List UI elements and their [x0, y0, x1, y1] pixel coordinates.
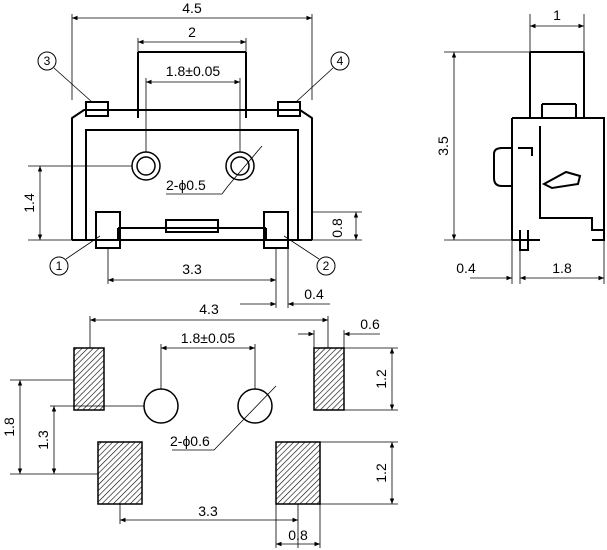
top-view: 4.5 2 1.8±0.05 2-ϕ0.5 1.4 0.8 3.3 0.4 3	[21, 0, 362, 308]
ext-lines-side-1	[529, 14, 585, 52]
base-step	[117, 227, 267, 240]
ext-lines-side-3p5	[444, 51, 530, 241]
fp-hole-left	[143, 388, 179, 424]
fp-ext-0p6	[313, 330, 345, 348]
fp-ext-hole-pitch	[160, 344, 256, 389]
pad-bottom-right	[275, 441, 321, 505]
fp-dim-overall-width: 4.3	[199, 301, 219, 317]
side-spring	[541, 170, 582, 190]
side-stem	[529, 51, 585, 118]
ext-lines-1p4	[28, 165, 74, 241]
pad-top-right	[313, 347, 345, 411]
pad-top-left	[73, 347, 105, 411]
side-dim-stem-width: 1	[553, 7, 561, 23]
callout-4-leader	[295, 67, 334, 103]
side-body	[511, 117, 605, 241]
foot-left	[95, 211, 121, 249]
dim-height-left: 1.4	[21, 193, 37, 213]
fp-dim-hole-pitch: 1.8±0.05	[181, 330, 236, 346]
hole-dia-leader	[166, 185, 229, 195]
dim-hole-pitch: 1.8±0.05	[166, 63, 221, 79]
stem-outline	[137, 51, 247, 118]
ext-lines-0p4	[275, 248, 289, 308]
fp-hole-right	[237, 388, 273, 424]
ext-lines-hole-pitch	[145, 78, 241, 152]
hole-right-inner	[230, 156, 250, 176]
callout-1-leader	[65, 235, 101, 260]
top-tab-right	[277, 101, 301, 117]
callout-2-leader	[283, 235, 320, 260]
hole-right	[225, 151, 255, 181]
hole-leader	[227, 145, 263, 187]
dim-foot-height: 0.8	[329, 218, 345, 238]
body-outline	[71, 109, 313, 240]
callout-4-circle	[330, 51, 350, 71]
fp-dim-pad-width: 0.6	[360, 316, 380, 332]
side-pin	[519, 230, 529, 251]
side-dim-base-width: 1.8	[552, 260, 572, 276]
fp-dim-pad-height-bottom: 1.2	[373, 463, 389, 483]
ext-lines-4p5	[71, 14, 313, 100]
callout-3-circle	[37, 51, 57, 71]
callout-2: 2	[323, 259, 330, 273]
ext-lines-0p8	[312, 211, 362, 241]
fp-dim-inner-height: 1.3	[35, 430, 51, 450]
ext-lines-2	[137, 38, 247, 52]
fp-ext-1p2-bottom	[320, 441, 398, 505]
dim-stem-width: 2	[188, 24, 196, 40]
fp-dim-pad-width-bottom: 0.8	[288, 527, 308, 543]
fp-hole-dia-leader	[172, 385, 277, 451]
hole-left	[131, 151, 161, 181]
dim-hole-dia: 2-ϕ0.5	[166, 177, 206, 193]
footprint-view: 4.3 0.6 1.8±0.05 1.2 1.2 1.8 1.3 2-ϕ0.6 …	[1, 301, 398, 548]
dim-pad-pitch: 3.3	[182, 261, 202, 277]
foot-right	[263, 211, 289, 249]
body-inner	[85, 129, 299, 240]
side-dim-height: 3.5	[435, 136, 451, 156]
side-tab	[541, 103, 577, 118]
callout-1-circle	[49, 256, 69, 276]
callout-2-circle	[316, 256, 336, 276]
fp-dim-pad-height-top: 1.2	[373, 369, 389, 389]
dim-pad-width: 0.4	[304, 286, 324, 302]
side-knob	[493, 147, 533, 187]
callout-1: 1	[56, 259, 63, 273]
callout-3: 3	[44, 54, 51, 68]
top-tab-left	[85, 101, 109, 117]
side-view: 1 3.5 0.4 1.8	[435, 7, 605, 284]
dim-overall-width: 4.5	[182, 0, 202, 16]
side-dim-offset-left: 0.4	[456, 260, 476, 276]
center-slot	[165, 219, 219, 233]
hole-left-inner	[136, 156, 156, 176]
callout-3-leader	[53, 67, 93, 103]
fp-ext-1p2-top	[344, 347, 398, 411]
pad-bottom-left	[97, 441, 143, 505]
side-inner	[539, 126, 604, 231]
fp-dim-hole-dia: 2-ϕ0.6	[170, 433, 210, 449]
callout-4: 4	[337, 54, 344, 68]
fp-dim-outer-height: 1.8	[1, 417, 17, 437]
fp-dim-pad-pitch: 3.3	[198, 503, 218, 519]
